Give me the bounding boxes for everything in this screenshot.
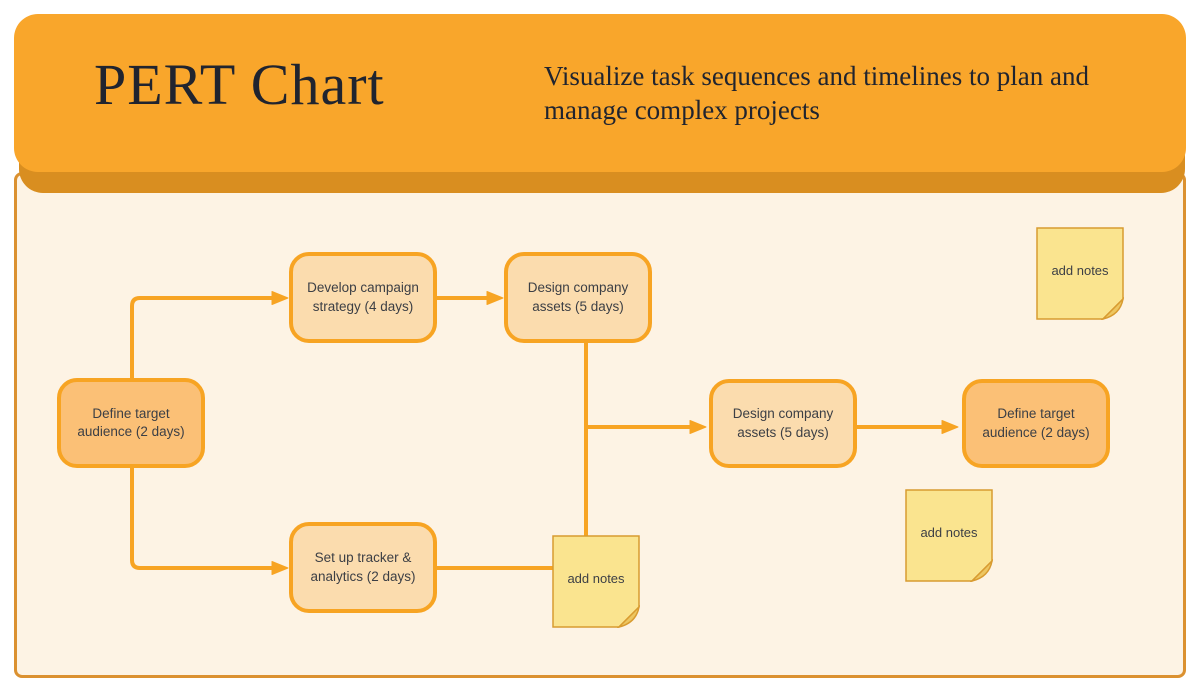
node-define-target-audience-right[interactable]: Define target audience (2 days) xyxy=(962,379,1110,468)
node-label: Define target audience (2 days) xyxy=(77,405,185,439)
node-design-company-assets-top[interactable]: Design company assets (5 days) xyxy=(504,252,652,343)
arrowhead-design-mid-to-define-right xyxy=(941,420,959,434)
arrowhead-develop-to-design xyxy=(486,291,504,305)
node-label: Define target audience (2 days) xyxy=(982,406,1090,440)
sticky-note-top-right[interactable]: add notes xyxy=(1036,227,1124,320)
node-label: Set up tracker & analytics (2 days) xyxy=(310,550,416,584)
sticky-note-shape xyxy=(552,535,640,628)
sticky-note-label: add notes xyxy=(1051,263,1109,278)
node-set-up-tracker-analytics[interactable]: Set up tracker & analytics (2 days) xyxy=(289,522,437,613)
node-define-target-audience-left[interactable]: Define target audience (2 days) xyxy=(57,378,205,468)
sticky-note-label: add notes xyxy=(920,525,978,540)
arrowhead-define-to-develop xyxy=(271,291,289,305)
page-title: PERT Chart xyxy=(94,52,385,117)
arrowhead-branch-to-design-mid xyxy=(689,420,707,434)
sticky-note-shape xyxy=(905,489,993,582)
sticky-note-bottom-middle[interactable]: add notes xyxy=(552,535,640,628)
sticky-note-shape xyxy=(1036,227,1124,320)
node-develop-campaign-strategy[interactable]: Develop campaign strategy (4 days) xyxy=(289,252,437,343)
node-label: Design company assets (5 days) xyxy=(732,406,834,440)
sticky-note-label: add notes xyxy=(567,571,625,586)
arrowhead-define-to-tracker xyxy=(271,561,289,575)
header-banner: PERT Chart Visualize task sequences and … xyxy=(14,14,1186,172)
node-design-company-assets-mid[interactable]: Design company assets (5 days) xyxy=(709,379,857,468)
page-subtitle: Visualize task sequences and timelines t… xyxy=(544,61,1089,125)
connector-define-to-tracker[interactable] xyxy=(130,467,272,570)
node-label: Design company assets (5 days) xyxy=(527,280,629,314)
connector-define-to-develop[interactable] xyxy=(130,296,272,378)
node-label: Develop campaign strategy (4 days) xyxy=(307,280,419,314)
sticky-note-bottom-right[interactable]: add notes xyxy=(905,489,993,582)
